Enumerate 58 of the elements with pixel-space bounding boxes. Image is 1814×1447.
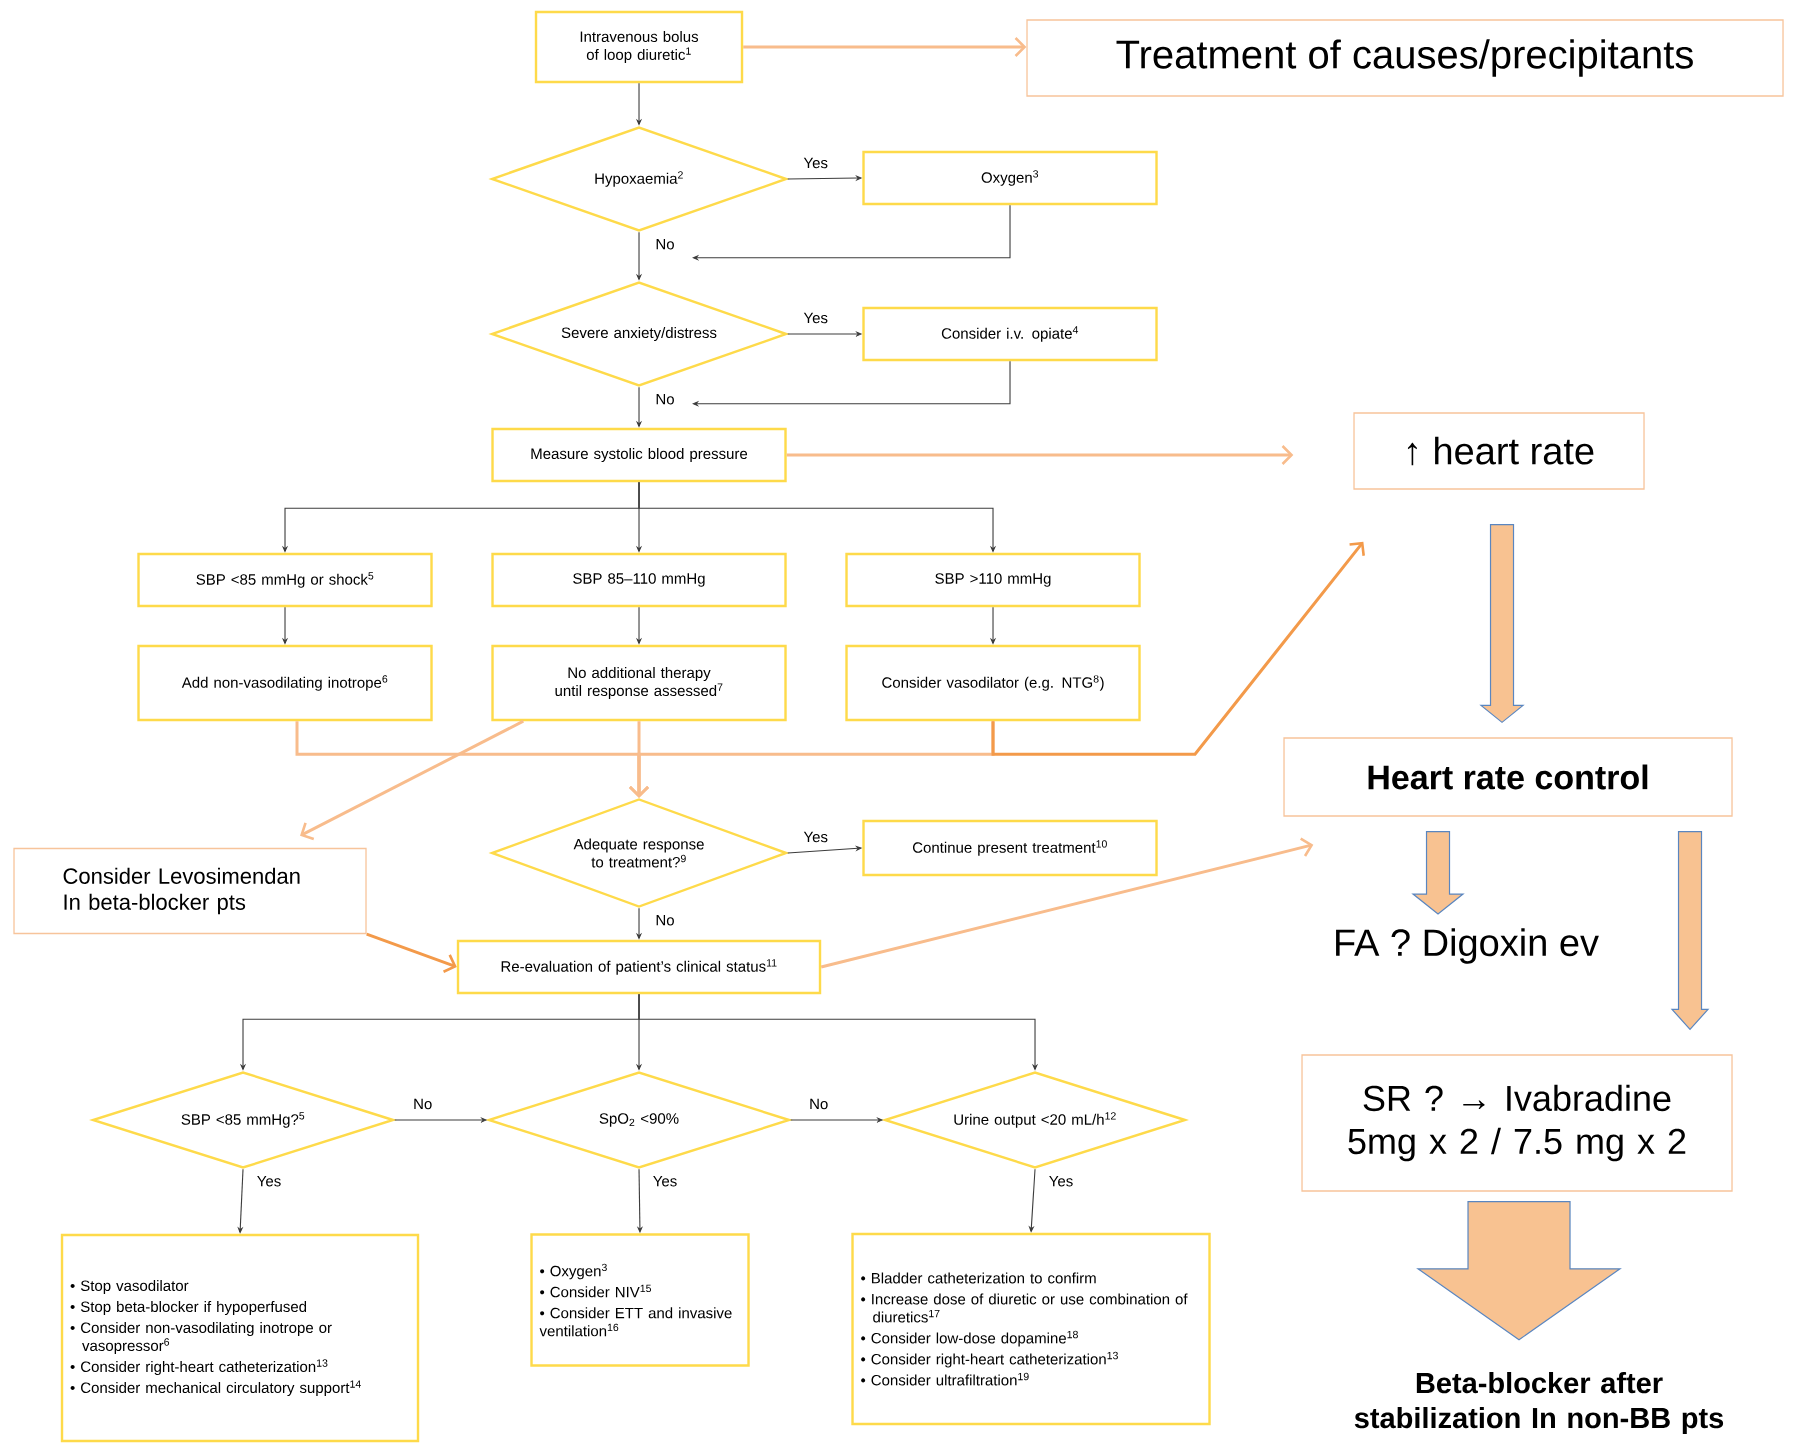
- note-box: ↑ heart rate: [1353, 412, 1645, 490]
- note-text: Beta-blocker after stabilization In non-BB pts: [1354, 1372, 1724, 1434]
- edge-label: No: [414, 1098, 432, 1110]
- list-item: • Bladder catheterization to confirm: [861, 1272, 1096, 1284]
- arrow: [743, 37, 1027, 57]
- arrow: [300, 719, 524, 841]
- edge-label: No: [656, 393, 674, 405]
- edge-label: No: [656, 238, 674, 250]
- process-box: Intravenous bolus of loop diuretic$^{1}$: [534, 10, 744, 84]
- edge-label: Yes: [803, 312, 828, 324]
- edge-label: No: [810, 1098, 828, 1110]
- list-item: • Consider mechanical circulatory support$^{14}$: [70, 1380, 361, 1396]
- list-item: • Consider non-vasodilating inotrope or vasopressor$^{6}$: [70, 1322, 332, 1354]
- process-box: Consider i.v. opiate$^{4}$: [862, 306, 1158, 362]
- action-list-box: [530, 1233, 750, 1367]
- block-arrow: [1411, 831, 1465, 915]
- list-item: • Consider NIV$^{15}$: [540, 1284, 652, 1298]
- action-list-box: [60, 1233, 420, 1443]
- process-box: No additional therapy until response assessed$^{7}$: [491, 644, 787, 722]
- edge-label: Yes: [1049, 1175, 1073, 1187]
- arrow: [820, 837, 1314, 969]
- block-arrow: [1670, 831, 1710, 1031]
- list-item: • Consider right-heart catheterization$^{13}$: [70, 1359, 328, 1375]
- list-item: • Oxygen$^{3}$: [540, 1263, 607, 1280]
- process-box: Continue present treatment$^{10}$: [862, 819, 1158, 877]
- edge-label: Yes: [803, 157, 828, 169]
- arrow: [366, 932, 457, 973]
- process-box: Re-evaluation of patient’s clinical status$^{11}$: [456, 939, 822, 995]
- list-item: • Consider low-dose dopamine$^{18}$: [861, 1330, 1078, 1347]
- process-box: SBP >110 mmHg: [845, 552, 1141, 608]
- note-box: Heart rate control: [1283, 737, 1733, 817]
- list-item: • Stop vasodilator: [70, 1280, 189, 1294]
- process-box: Measure systolic blood pressure: [491, 427, 787, 483]
- note-box: SR ? → Ivabradine 5mg x 2 / 7.5 mg x 2: [1301, 1054, 1733, 1192]
- list-item: • Consider right-heart catheterization$^{13}$: [861, 1351, 1118, 1368]
- edge-label: Yes: [653, 1175, 677, 1187]
- arrow: [692, 204, 1011, 261]
- arrow: [786, 445, 1294, 465]
- list-item: • Stop beta-blocker if hypoperfused: [70, 1301, 307, 1315]
- edge-label: No: [656, 914, 674, 926]
- process-box: Add non-vasodilating inotrope$^{6}$: [137, 644, 433, 722]
- arrow: [692, 360, 1011, 407]
- process-box: Oxygen$^{3}$: [862, 150, 1158, 206]
- note-text: FA ? Digoxin ev: [1336, 928, 1599, 964]
- edge-label: Yes: [257, 1175, 281, 1187]
- process-box: SBP 85–110 mmHg: [491, 552, 787, 608]
- process-box: SBP <85 mmHg or shock$^{5}$: [137, 552, 433, 608]
- block-arrow: [1416, 1201, 1622, 1341]
- list-item: • Consider ETT and invasive ventilation$^{16}$: [539, 1307, 732, 1337]
- edge-label: Yes: [803, 831, 828, 843]
- note-box: Treatment of causes/precipitants: [1026, 19, 1784, 97]
- list-item: • Consider ultrafiltration$^{19}$: [861, 1372, 1029, 1386]
- action-list-box: [851, 1232, 1211, 1426]
- note-box: Consider Levosimendan In beta-blocker pts: [13, 847, 367, 935]
- arrow: [991, 541, 1365, 756]
- block-arrow: [1479, 524, 1525, 724]
- list-item: • Increase dose of diuretic or use combination of diuretics$^{17}$: [861, 1293, 1188, 1323]
- process-box: Consider vasodilator (e.g. NTG$^{8}$): [845, 644, 1141, 722]
